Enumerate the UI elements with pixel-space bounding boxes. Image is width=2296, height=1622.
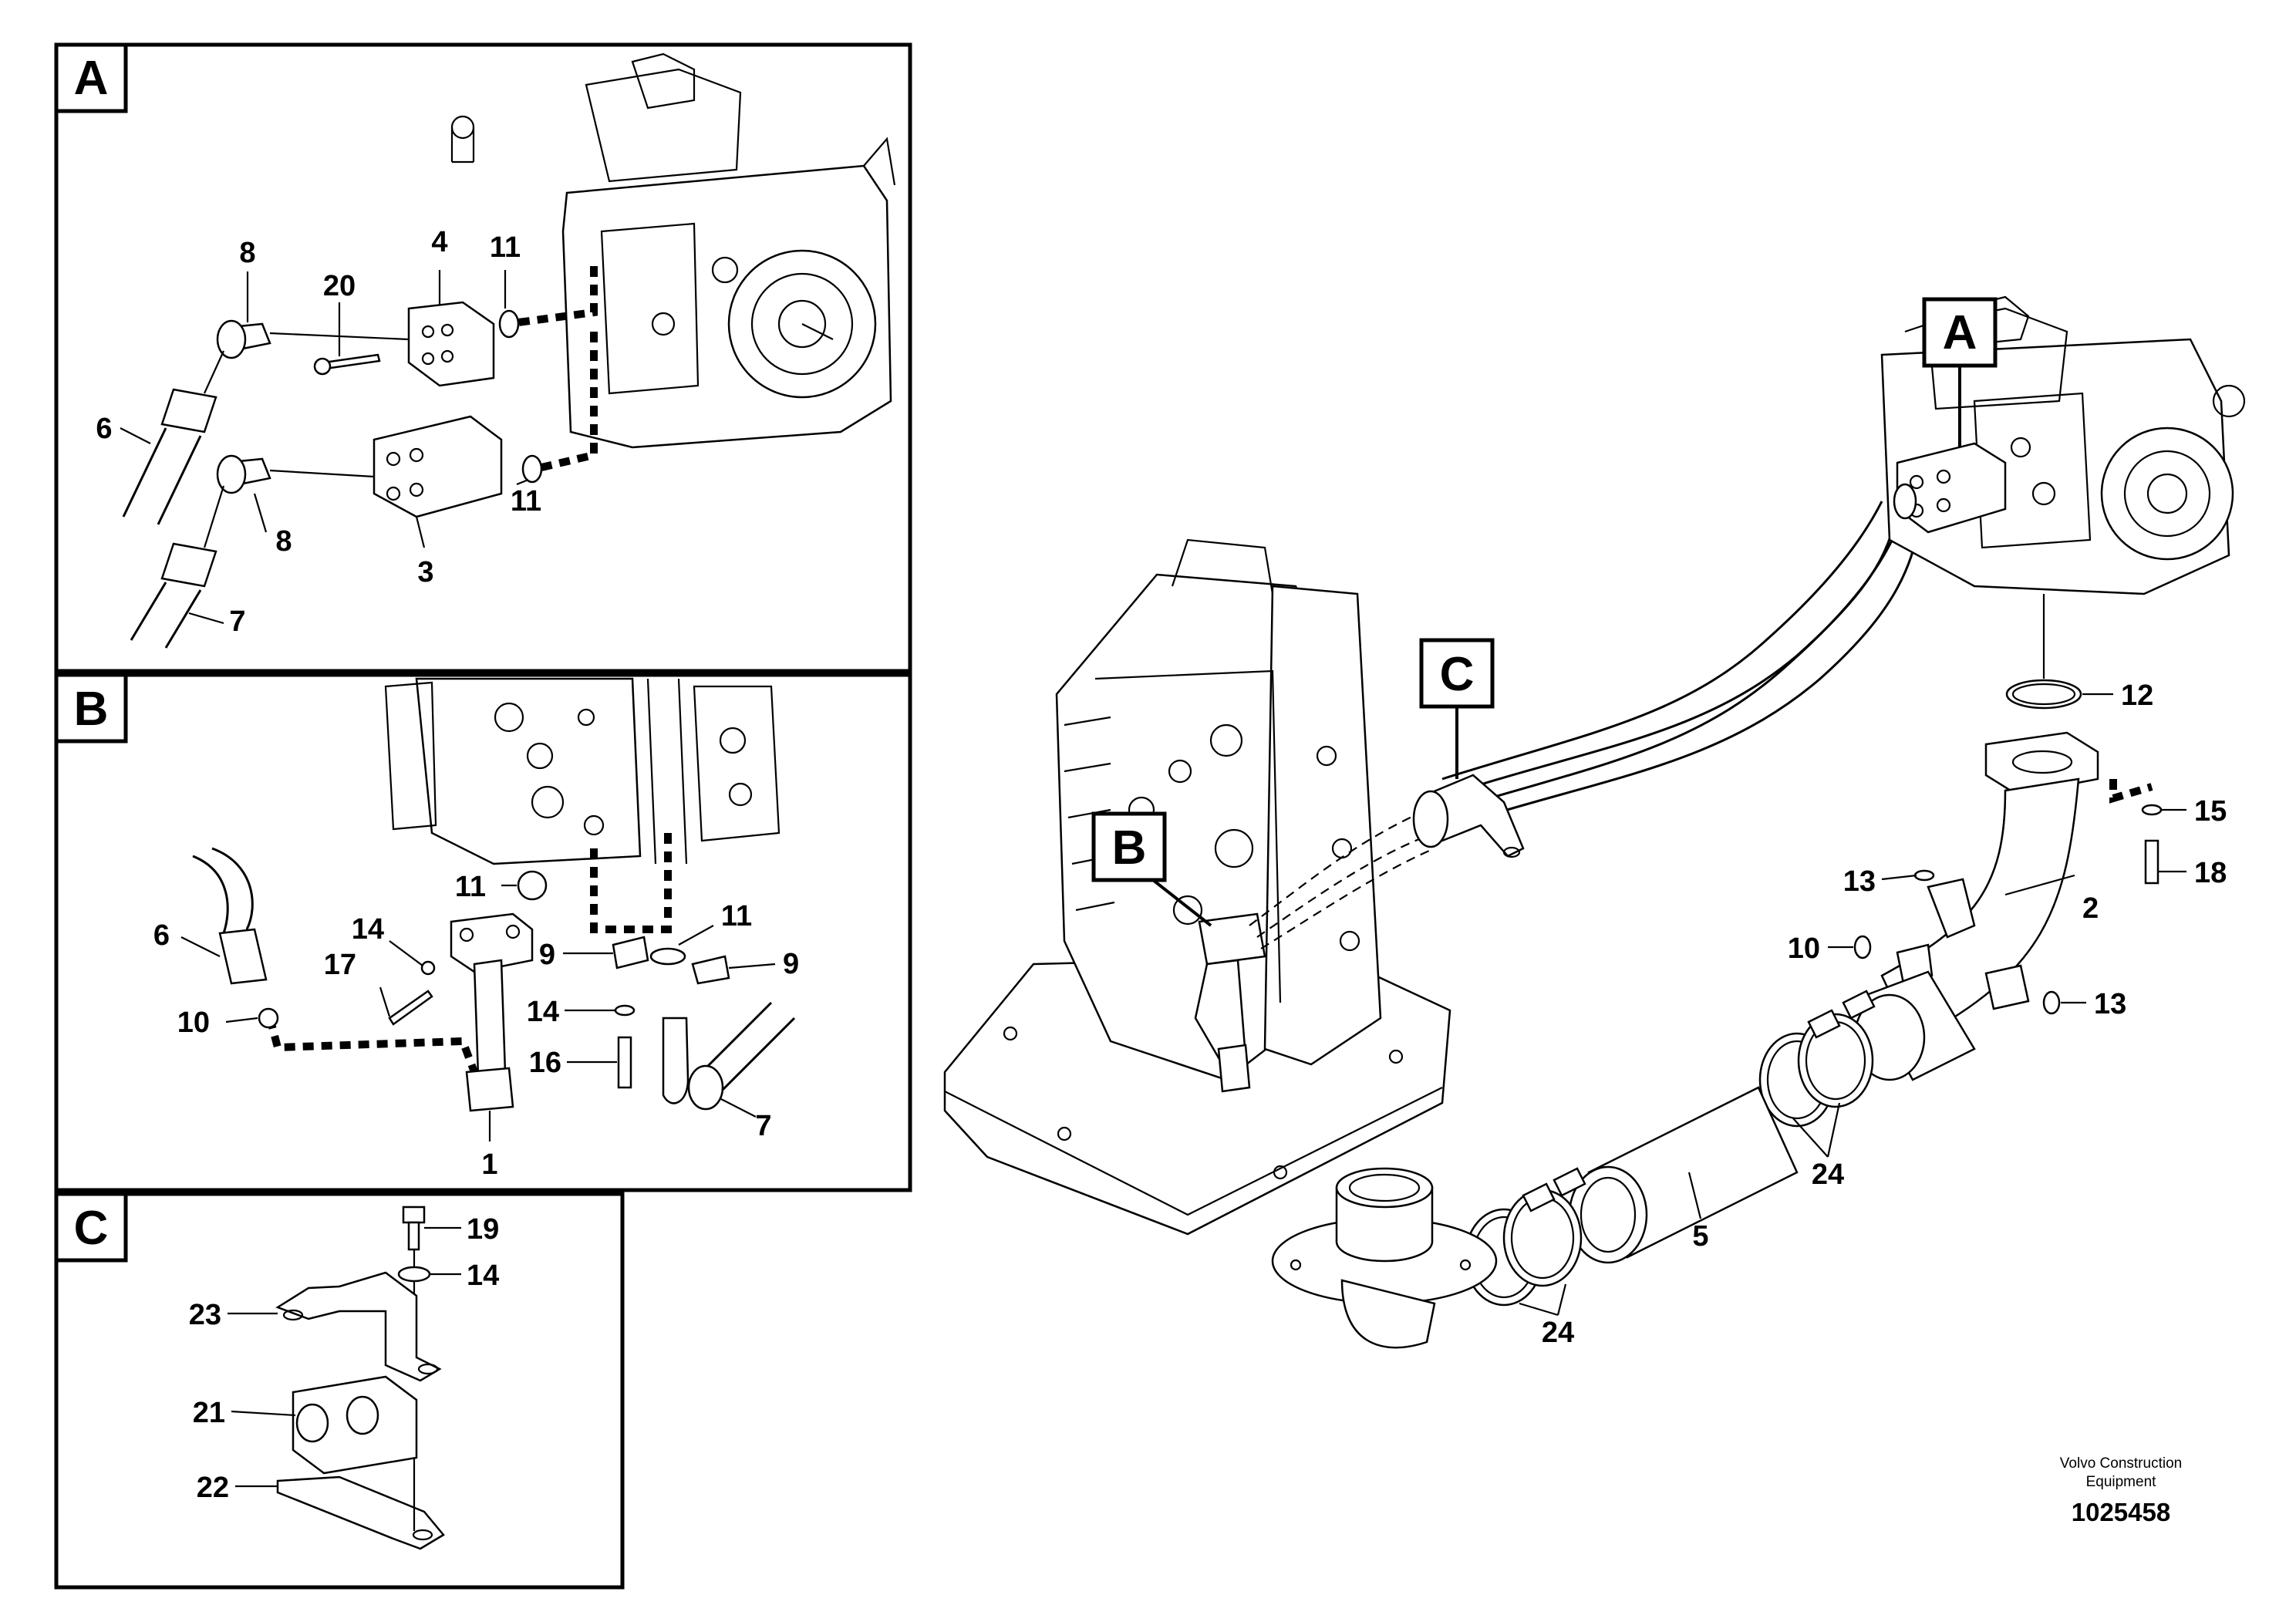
label-b-11-top: 11 [455,871,486,903]
washer-14-b-2 [614,1004,636,1017]
clamp-9-right [691,955,730,985]
svg-text:B: B [1112,821,1147,875]
label-b-6: 6 [153,919,170,952]
drawing-number: 1025458 [2071,1498,2171,1526]
label-b-14: 14 [352,913,384,946]
label-c-14: 14 [467,1259,499,1292]
label-main-12: 12 [2121,679,2153,712]
credit-line-1: Volvo Construction [2059,1455,2183,1472]
o-ring-11-b-lower [649,947,686,966]
fitting-13-upper [1927,878,1976,939]
label-b-9-right: 9 [783,948,799,980]
main-assembly: A B C 12 15 18 13 2 10 13 24 5 [943,295,2246,1349]
hose-clamps-24-upper [1758,990,1876,1128]
label-c-19: 19 [467,1213,499,1246]
label-main-24-lower: 24 [1542,1317,1574,1349]
rubber-block-21 [292,1375,418,1475]
label-main-5: 5 [1692,1220,1708,1253]
label-a-7: 7 [229,605,245,638]
panel-c-letter: C [74,1202,109,1255]
label-c-21: 21 [193,1397,225,1429]
label-b-1: 1 [481,1148,497,1181]
o-ring-11-b [517,870,548,901]
washer-14-c [397,1266,431,1283]
fitting-8-lower [216,454,375,494]
label-main-13-lower: 13 [2094,988,2126,1020]
label-c-23: 23 [189,1299,221,1331]
fitting-8-upper [216,319,410,359]
o-ring-10-main [1853,935,1872,959]
washer-14-b [420,960,436,976]
label-main-15: 15 [2194,795,2227,828]
panel-a-letter: A [74,52,109,105]
pump-hoses [1426,501,1922,835]
bolt-17 [388,990,433,1026]
svg-text:A: A [1943,306,1977,359]
valve-connector-b [1194,912,1266,1093]
flange-block-main [1893,442,2007,534]
label-b-14-lower: 14 [527,996,559,1028]
label-a-6: 6 [96,413,112,445]
hydraulic-pump-drawing [450,52,896,449]
label-a-4: 4 [431,226,447,258]
panel-b: B [54,673,912,1192]
label-b-7: 7 [755,1110,771,1142]
label-b-10: 10 [177,1007,210,1039]
label-b-9-left: 9 [539,939,555,971]
bolt-20 [313,353,381,376]
label-a-11-bottom: 11 [511,485,541,518]
label-a-8-top: 8 [239,237,255,269]
svg-text:C: C [1440,648,1475,701]
callout-a-main: A [1922,297,1998,447]
washer-15 [2141,804,2163,816]
flange-tube-1 [450,912,534,1112]
hose-clamps-24-lower [1464,1167,1586,1307]
bolt-16 [617,1036,632,1089]
label-a-3: 3 [417,556,433,588]
flange-block-3 [373,415,503,518]
hose-7 [130,485,225,649]
bolt-19 [402,1206,426,1251]
hose-6-b [192,847,279,1029]
label-c-22: 22 [197,1472,229,1504]
label-a-11-top: 11 [490,231,521,264]
credit-block: Volvo Construction Equipment 1025458 [2021,1455,2221,1527]
callout-c-main: C [1419,638,1495,779]
control-valve-drawing [384,677,781,865]
o-ring-11-lower [521,454,543,484]
flange-block-4 [407,301,495,387]
o-ring-12 [2005,679,2082,710]
plate-22 [276,1475,445,1550]
callout-b-main: B [1091,811,1212,927]
hose-5 [1568,1086,1799,1264]
bolt-18 [2144,839,2159,885]
o-ring-11-upper [498,309,520,339]
label-a-8-bottom: 8 [275,525,292,558]
panel-b-letter: B [74,683,109,736]
label-b-16: 16 [529,1047,561,1079]
label-main-13-upper: 13 [1843,865,1876,898]
label-main-18: 18 [2194,857,2227,889]
panel-a: A [54,42,912,673]
label-main-2: 2 [2082,892,2099,925]
label-b-17: 17 [324,949,356,981]
o-ring-13-lower [2042,990,2061,1015]
label-main-10: 10 [1788,932,1820,965]
label-b-11-right: 11 [721,900,752,932]
hose-clamp-c [1412,774,1525,858]
clamp-23 [275,1271,442,1382]
label-main-24-upper: 24 [1812,1158,1844,1191]
fitting-13-lower [1984,964,2030,1010]
panel-c: C 19 14 [54,1192,625,1590]
tank-port [1271,1167,1498,1349]
hose-7-b [662,1001,796,1111]
credit-line-2: Equipment [2085,1474,2156,1490]
clamp-9-left [612,936,649,969]
hose-6 [122,350,225,525]
label-a-20: 20 [323,270,356,302]
main-pump [1880,295,2246,595]
